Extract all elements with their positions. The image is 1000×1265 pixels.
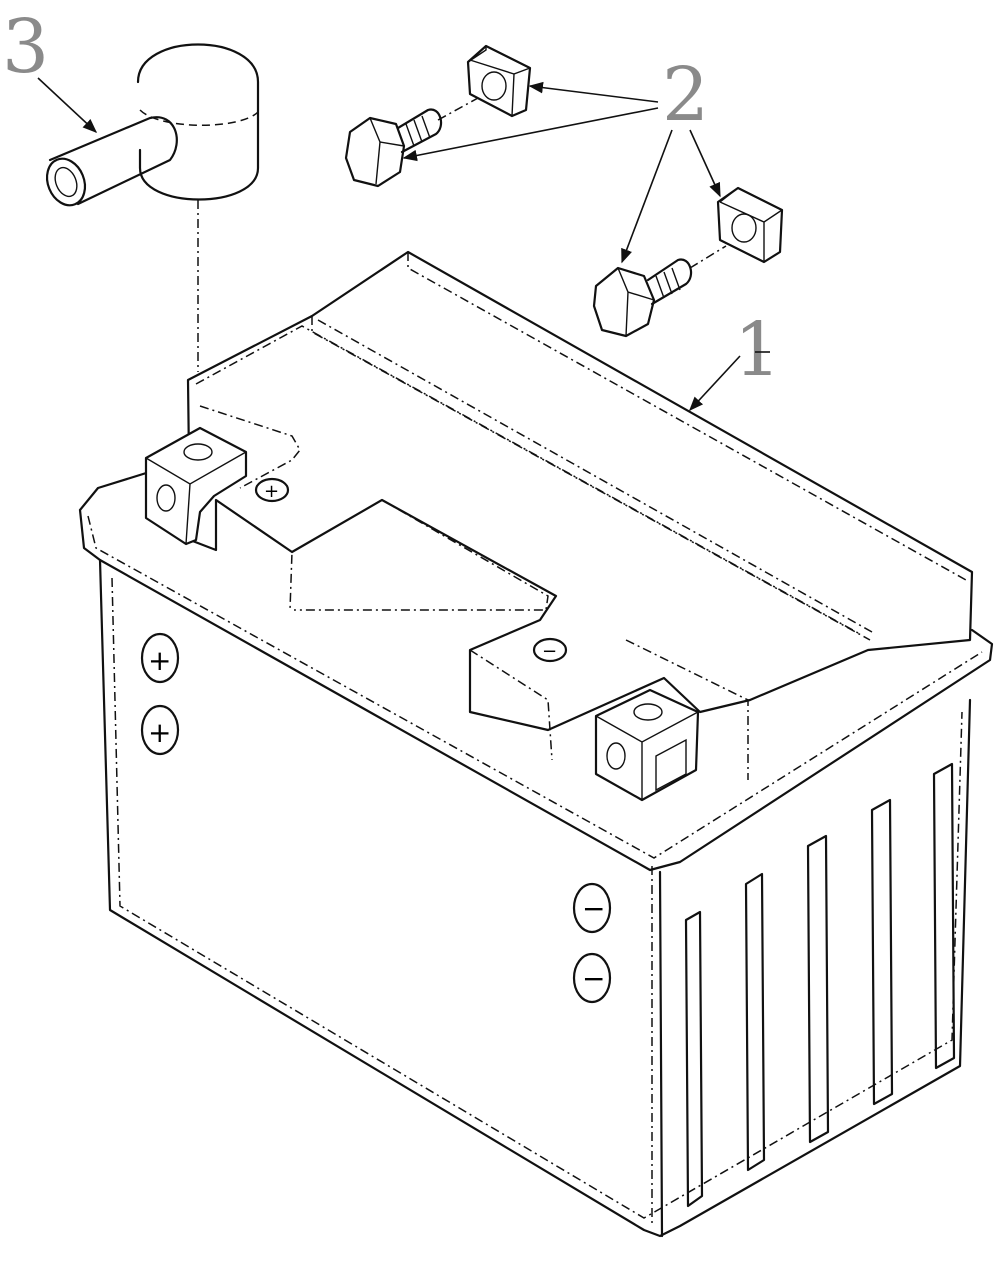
callout-3-leader [37,77,98,133]
callout-1-leader [689,351,770,412]
svg-text:−: − [582,892,605,925]
positive-terminal [144,426,248,546]
positive-symbol-side-1: + [140,632,180,684]
negative-symbol-side-2: − [572,952,612,1004]
vent-slots [684,762,956,1208]
nut-lower [689,186,784,269]
svg-text:−: − [582,962,605,995]
bolt-upper [344,108,443,188]
svg-text:+: + [264,481,279,502]
callout-1-label: 1 [734,307,781,393]
callout-3-label: 3 [2,4,49,90]
negative-symbol-lid: − [532,637,568,663]
terminal-boot-cap [45,43,260,372]
negative-terminal [594,688,700,802]
positive-symbol-side-2: + [140,704,180,756]
nut-upper [437,44,532,121]
svg-text:−: − [542,641,557,662]
negative-symbol-side-1: − [572,882,612,934]
svg-text:+: + [148,716,171,749]
battery-body [78,250,994,1238]
svg-text:+: + [148,644,171,677]
callout-2-label: 2 [662,52,709,138]
bolt-lower [592,258,693,338]
callout-2-leaders [402,81,721,264]
positive-symbol-lid: + [254,477,290,503]
